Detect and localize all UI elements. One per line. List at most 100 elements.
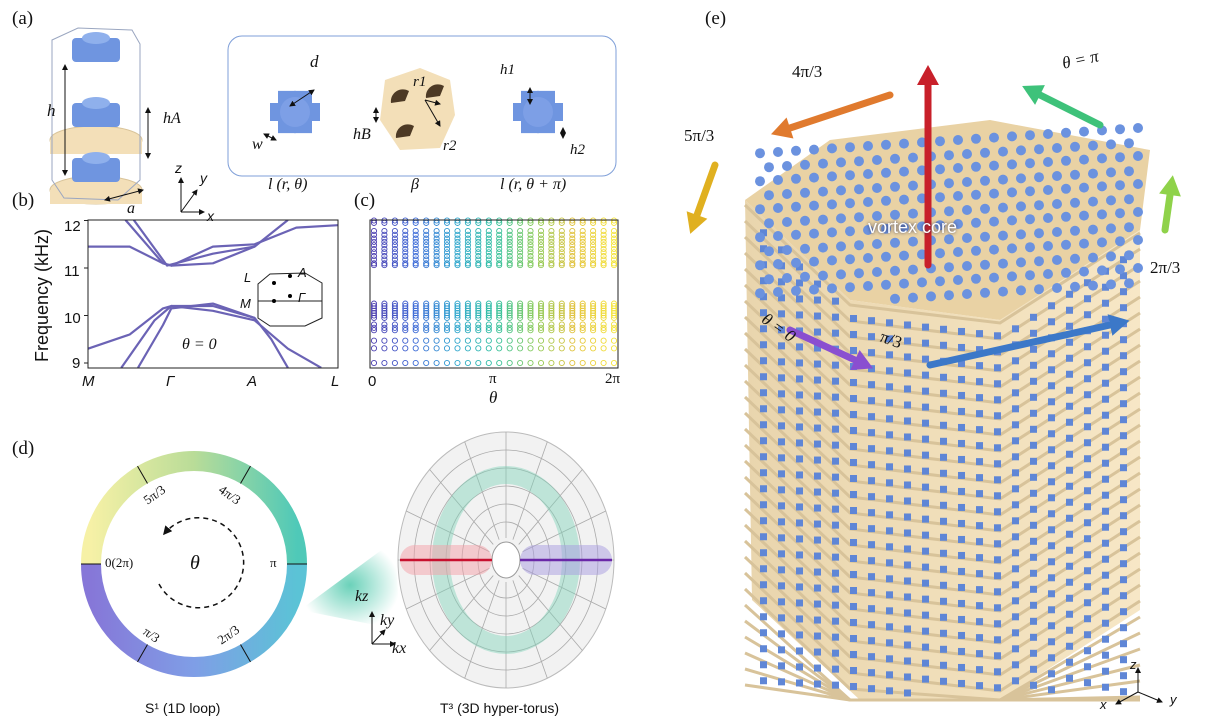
lattice-scatterer xyxy=(940,581,947,589)
lattice-scatterer xyxy=(1084,679,1091,687)
ring-top-half xyxy=(81,451,307,565)
lattice-scatterer xyxy=(940,485,947,493)
scatter-point xyxy=(558,231,565,238)
lattice-scatterer xyxy=(994,652,1001,660)
lattice-scatterer xyxy=(1012,373,1019,381)
lattice-scatterer xyxy=(868,317,875,325)
lattice-scatterer xyxy=(814,648,821,656)
scatter-point xyxy=(506,312,513,319)
scatter-point xyxy=(412,321,419,328)
scatter-point xyxy=(558,345,565,352)
top-scatterer xyxy=(962,289,972,299)
c-xtick-pi: π xyxy=(489,371,497,387)
scatter-point xyxy=(517,314,524,321)
lattice-scatterer xyxy=(1066,546,1073,554)
scatter-point xyxy=(381,345,388,352)
scatter-point xyxy=(517,249,524,256)
top-scatterer xyxy=(1088,252,1098,263)
scatter-point xyxy=(496,345,503,352)
lattice-scatterer xyxy=(1120,656,1127,664)
scatter-point xyxy=(381,314,388,321)
top-scatterer xyxy=(1061,183,1071,194)
top-scatterer xyxy=(1061,267,1071,278)
top-scatterer xyxy=(755,232,765,243)
scatter-point xyxy=(548,245,555,253)
scatter-point xyxy=(517,307,524,314)
top-scatterer xyxy=(1025,158,1035,169)
lattice-scatterer xyxy=(778,470,785,478)
scatter-point xyxy=(370,245,378,253)
lattice-scatterer xyxy=(1120,288,1127,296)
scatter-point xyxy=(579,262,586,269)
lattice-scatterer xyxy=(796,455,803,463)
lattice-scatterer xyxy=(940,437,947,445)
top-scatterer xyxy=(845,142,855,153)
torus-grid-meridian xyxy=(512,580,548,679)
lattice-scatterer xyxy=(1120,368,1127,376)
ring-label-0: 0(2π) xyxy=(105,555,134,570)
lattice-scatterer xyxy=(1012,437,1019,445)
scatter-point xyxy=(506,253,513,260)
lattice-scatterer xyxy=(1012,549,1019,557)
scatter-point xyxy=(475,314,482,321)
scatter-point xyxy=(558,262,565,269)
scatter-point xyxy=(579,260,586,267)
top-scatterer xyxy=(944,150,954,161)
lattice-scatterer xyxy=(760,357,767,365)
top-scatterer xyxy=(881,139,891,150)
lattice-scatterer xyxy=(796,439,803,447)
lattice-scatterer xyxy=(1102,603,1109,611)
scatter-point xyxy=(475,305,482,312)
scatter-point xyxy=(610,305,618,312)
scatter-point xyxy=(443,327,451,334)
lattice-scatterer xyxy=(1102,651,1109,659)
scatter-point xyxy=(443,337,451,344)
top-scatterer xyxy=(989,188,999,199)
lattice-scatterer xyxy=(922,643,929,651)
lattice-scatterer xyxy=(1030,329,1037,337)
lattice-scatterer xyxy=(814,520,821,528)
scatter-point xyxy=(485,312,492,319)
top-scatterer xyxy=(944,178,954,189)
lattice-scatterer xyxy=(940,565,947,573)
top-scatterer xyxy=(971,245,981,256)
scatter-point xyxy=(558,260,565,267)
top-scatterer xyxy=(854,240,864,251)
scatter-point xyxy=(579,345,586,352)
lattice-scatterer xyxy=(958,663,965,671)
top-scatterer xyxy=(926,291,936,302)
scatterer-theta-pi xyxy=(513,90,563,134)
lattice-scatterer xyxy=(994,524,1001,532)
top-scatterer xyxy=(971,133,981,144)
lattice-scatterer xyxy=(994,668,1001,676)
top-scatterer xyxy=(1106,279,1116,290)
scatter-point xyxy=(610,324,618,331)
lattice-scatterer xyxy=(1012,565,1019,573)
scatter-point xyxy=(506,337,513,344)
top-scatterer xyxy=(755,204,765,215)
scatter-point xyxy=(517,260,524,267)
lattice-scatterer xyxy=(1066,514,1073,522)
scatter-point xyxy=(496,324,503,331)
lattice-scatterer xyxy=(1102,299,1109,307)
scatter-point xyxy=(391,238,398,245)
scatter-point xyxy=(590,359,597,367)
lattice-scatterer xyxy=(1048,526,1055,534)
lattice-scatterer xyxy=(868,557,875,565)
lattice-scatterer xyxy=(922,563,929,571)
lattice-scatterer xyxy=(778,502,785,510)
top-scatterer xyxy=(1097,265,1107,276)
scatter-point xyxy=(506,227,513,235)
scatter-point xyxy=(496,312,503,319)
top-scatterer xyxy=(863,141,873,151)
lattice-scatterer xyxy=(904,401,911,409)
lattice-scatterer xyxy=(1102,539,1109,547)
scatter-point xyxy=(537,305,545,312)
scatter-point xyxy=(590,242,597,249)
lattice-scatterer xyxy=(886,591,893,599)
lattice-scatterer xyxy=(832,489,839,497)
scatterer-core xyxy=(280,97,310,127)
lattice-scatterer xyxy=(994,636,1001,644)
e-axis-x: x xyxy=(1100,697,1107,712)
lattice-scatterer xyxy=(976,682,983,690)
